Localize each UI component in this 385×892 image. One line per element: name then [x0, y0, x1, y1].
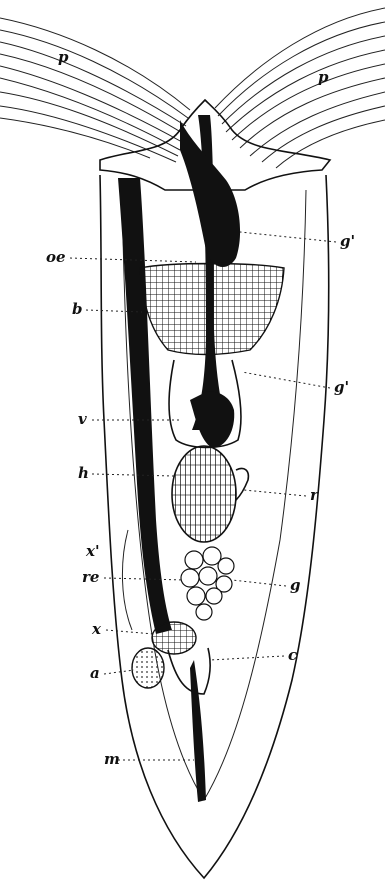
lobe-x-prime — [122, 530, 132, 630]
intestine-h — [172, 446, 236, 542]
label-c: c — [288, 646, 297, 664]
label-p-left: p — [58, 48, 69, 66]
retractor-muscle — [118, 178, 172, 634]
tentacle-fibers-left — [0, 18, 190, 162]
label-g: g — [290, 576, 301, 594]
label-h: h — [78, 464, 89, 482]
label-oe: oe — [46, 248, 66, 266]
anus-a — [132, 648, 164, 688]
label-b: b — [72, 300, 83, 318]
label-a: a — [90, 664, 100, 682]
anal-area-x — [152, 622, 196, 654]
appendage-r — [236, 468, 248, 500]
label-g-prime-mid: g' — [334, 378, 349, 396]
stomach-dark — [190, 392, 234, 448]
label-p-right: p — [318, 68, 329, 86]
label-x-prime: x' — [85, 542, 100, 560]
label-v: v — [78, 410, 87, 428]
sac-c — [168, 648, 210, 694]
rectum-cluster — [181, 547, 234, 620]
label-m: m — [104, 750, 120, 768]
label-g-prime-top: g' — [340, 232, 355, 250]
label-re: re — [82, 568, 99, 586]
muscle-m — [190, 660, 206, 802]
band-b — [140, 264, 284, 355]
tentacle-fibers-right — [215, 8, 385, 168]
label-x: x — [91, 620, 102, 638]
label-r: r — [310, 486, 319, 504]
